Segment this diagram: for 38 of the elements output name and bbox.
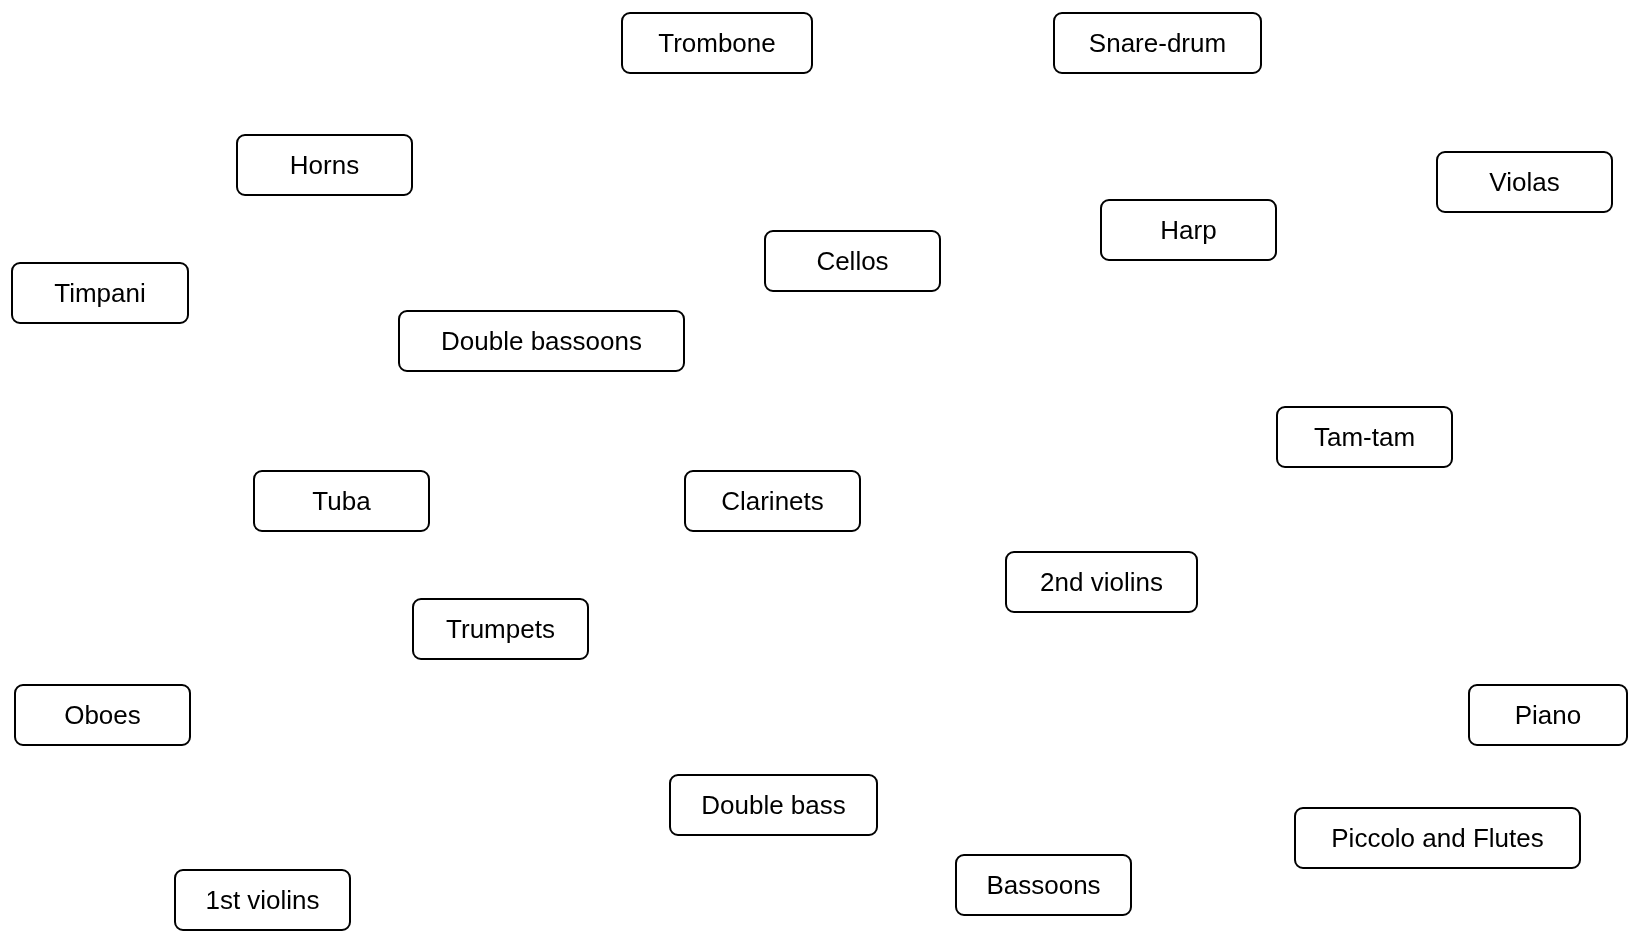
instrument-label: Tuba	[312, 485, 371, 517]
instrument-box	[764, 230, 941, 292]
instrument-label: Piano	[1514, 699, 1582, 731]
instrument-label: Horns	[289, 149, 360, 181]
instrument-box	[955, 854, 1132, 916]
instrument-box	[174, 869, 351, 931]
instrument-box	[14, 684, 191, 746]
instrument-label: 1st violins	[205, 884, 320, 916]
instrument-box	[621, 12, 813, 74]
instrument-box	[1294, 807, 1581, 869]
instrument-label: Violas	[1489, 166, 1560, 198]
instrument-label: Tam-tam	[1313, 421, 1416, 453]
instrument-label: Double bassoons	[441, 325, 642, 357]
instrument-box	[684, 470, 861, 532]
instrument-box	[236, 134, 413, 196]
instrument-box	[669, 774, 878, 836]
instrument-label: Harp	[1160, 214, 1217, 246]
instrument-box	[1100, 199, 1277, 261]
instrument-box	[1053, 12, 1262, 74]
instrument-label: Clarinets	[721, 485, 824, 517]
instrument-label: Trumpets	[446, 613, 555, 645]
instrument-box	[1468, 684, 1628, 746]
instrument-label: Piccolo and Flutes	[1331, 822, 1544, 854]
instrument-label: 2nd violins	[1040, 566, 1163, 598]
instrument-label: Oboes	[64, 699, 141, 731]
instrument-label: Snare-drum	[1088, 27, 1227, 59]
instrument-box	[1436, 151, 1613, 213]
instrument-box	[1276, 406, 1453, 468]
instrument-box	[253, 470, 430, 532]
instrument-label: Double bass	[701, 789, 846, 821]
instrument-box	[11, 262, 189, 324]
instrument-label: Timpani	[54, 277, 146, 309]
instrument-box	[412, 598, 589, 660]
instrument-box	[1005, 551, 1198, 613]
instrument-box	[398, 310, 685, 372]
instrument-label: Bassoons	[986, 869, 1101, 901]
instrument-label: Cellos	[816, 245, 889, 277]
instrument-label: Trombone	[658, 27, 776, 59]
